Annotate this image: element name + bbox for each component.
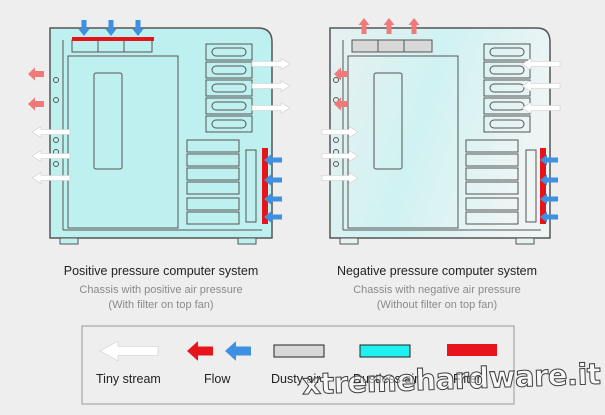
negative-front-intake-arrow (540, 211, 558, 223)
negative-motherboard (347, 55, 459, 229)
positive-rear-exhaust-red-arrow (28, 67, 44, 81)
negative-top-exhaust-arrow (383, 18, 395, 34)
positive-side-stream-arrow (251, 101, 291, 115)
positive-top-intake-arrow (132, 20, 144, 36)
legend-tiny-stream-icon (99, 340, 159, 362)
negative-caption: Negative pressure computer system Chassi… (306, 264, 568, 313)
negative-side-stream-arrow (521, 57, 561, 71)
negative-hdd-bays (465, 139, 519, 225)
legend-dustless-label: Dustless air (353, 372, 419, 386)
positive-card-slot (93, 72, 123, 170)
negative-top-exhaust-arrow (408, 18, 420, 34)
positive-top-vent (71, 39, 153, 53)
positive-rear-stream-arrow (31, 149, 71, 163)
positive-motherboard (67, 55, 179, 229)
negative-subtitle-1: Chassis with negative air pressure (353, 284, 521, 296)
negative-title: Negative pressure computer system (336, 264, 538, 278)
negative-front-filter (540, 148, 546, 224)
positive-subtitle-2: (With filter on top fan) (108, 299, 214, 311)
legend-flow-red-icon (187, 341, 213, 361)
negative-rear-exhaust-red-arrow (334, 67, 348, 81)
positive-top-filter (72, 37, 154, 41)
negative-top-exhaust-arrow (358, 18, 370, 34)
negative-case-foot-left (339, 237, 359, 245)
positive-title: Positive pressure computer system (63, 264, 259, 278)
positive-case-foot-left (59, 237, 79, 245)
positive-front-panel (245, 149, 257, 223)
legend-box (81, 325, 515, 405)
negative-case (329, 27, 551, 245)
positive-optical-bays (205, 43, 253, 133)
positive-top-intake-arrow (78, 20, 90, 36)
negative-rear-exhaust-red-arrow (334, 97, 348, 111)
negative-rear-stream-arrow (321, 171, 359, 185)
legend-filter-label: Filter (453, 372, 481, 386)
legend-flow-blue-icon (225, 341, 251, 361)
negative-rear-stream-arrow (321, 149, 359, 163)
legend-dusty-label: Dusty air (271, 372, 321, 386)
positive-caption: Positive pressure computer system Chassi… (30, 264, 292, 313)
negative-rear-stream-arrow (321, 125, 359, 139)
positive-front-intake-arrow (264, 211, 282, 223)
negative-optical-bays (483, 43, 531, 133)
legend-flow-label: Flow (204, 372, 231, 386)
positive-subtitle-1: Chassis with positive air pressure (79, 284, 243, 296)
positive-rear-exhaust-red-arrow (28, 97, 44, 111)
negative-case-foot-right (515, 237, 535, 245)
legend-dustless-swatch (359, 344, 411, 358)
positive-case-foot-right (237, 237, 257, 245)
positive-side-stream-arrow (251, 57, 291, 71)
positive-rear-stream-arrow (31, 171, 71, 185)
positive-rear-stream-arrow (31, 125, 71, 139)
negative-top-vent (351, 39, 433, 53)
airflow-arrows (28, 18, 561, 223)
negative-card-slot (373, 72, 403, 170)
negative-front-intake-arrow (540, 174, 558, 186)
positive-front-intake-arrow (264, 193, 282, 205)
negative-side-stream-arrow (521, 101, 561, 115)
positive-side-stream-arrow (251, 79, 291, 93)
negative-front-intake-arrow (540, 193, 558, 205)
positive-hdd-bays (186, 139, 240, 225)
positive-front-filter (262, 148, 268, 224)
positive-top-intake-arrow (105, 20, 117, 36)
negative-subtitle-2: (Without filter on top fan) (376, 299, 498, 311)
legend-dusty-swatch (273, 344, 325, 358)
legend-icons (99, 340, 497, 362)
legend-tiny-stream-label: Tiny stream (96, 372, 161, 386)
negative-side-stream-arrow (521, 79, 561, 93)
positive-case (49, 27, 273, 245)
negative-front-panel (525, 149, 537, 223)
positive-front-intake-arrow (264, 154, 282, 166)
positive-front-intake-arrow (264, 174, 282, 186)
legend-filter-swatch (447, 344, 497, 356)
negative-front-intake-arrow (540, 154, 558, 166)
